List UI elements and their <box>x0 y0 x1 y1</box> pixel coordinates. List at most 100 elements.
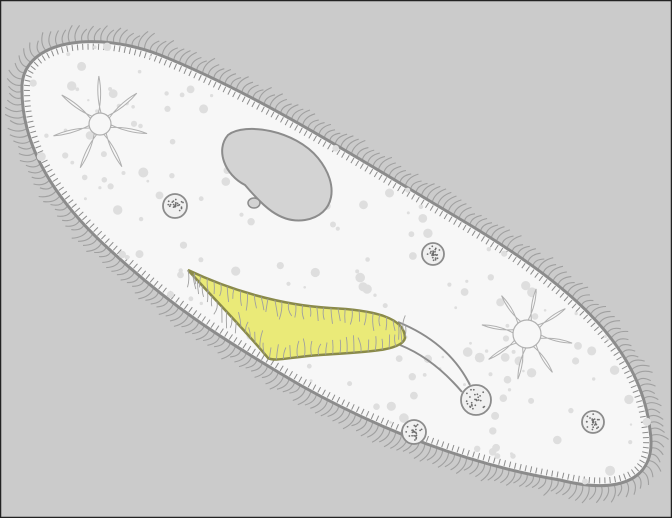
pellicle-tick <box>446 443 450 450</box>
food-particle <box>591 428 594 431</box>
pellicle-tick <box>538 275 544 282</box>
oral-cilium <box>210 295 213 307</box>
granule <box>460 288 469 296</box>
radial-canal <box>527 288 537 322</box>
pellicle-tick <box>640 455 647 459</box>
cilium <box>633 370 653 376</box>
pellicle-tick <box>472 451 475 458</box>
pellicle-tick <box>588 477 591 484</box>
pellicle-tick <box>639 415 646 418</box>
food-particle <box>174 205 176 207</box>
pellicle-tick <box>68 199 74 204</box>
granule <box>399 413 409 423</box>
granule <box>130 120 138 127</box>
pellicle-tick <box>298 127 303 134</box>
oral-cilium <box>322 307 325 320</box>
granule <box>335 226 340 231</box>
food-particle <box>180 200 183 203</box>
pellicle-tick <box>461 448 465 455</box>
pellicle-tick <box>212 81 217 88</box>
pellicle-tick <box>242 342 247 349</box>
pellicle-tick <box>535 467 538 474</box>
pellicle-tick <box>351 404 355 410</box>
granule <box>507 388 512 392</box>
food-particle <box>430 250 432 253</box>
pellicle-tick <box>543 278 548 285</box>
pellicle-tick <box>571 303 577 309</box>
granule <box>406 211 410 215</box>
pellicle-tick <box>420 199 425 206</box>
radial-canal <box>97 75 102 114</box>
pellicle-tick <box>179 300 185 306</box>
pellicle-tick <box>85 219 91 225</box>
granule <box>484 349 489 353</box>
pellicle-tick <box>456 446 460 453</box>
oral-cilium <box>265 298 269 312</box>
pellicle-tick <box>559 292 565 298</box>
pellicle-tick <box>586 318 592 324</box>
pellicle-tick <box>529 466 533 473</box>
radial-canal <box>517 346 527 380</box>
pellicle-tick <box>439 210 444 217</box>
pellicle-tick <box>23 84 31 87</box>
pellicle-tick <box>431 437 435 444</box>
oral-cilium <box>399 325 403 343</box>
pellicle-tick <box>217 84 222 91</box>
granule <box>239 212 244 217</box>
granule <box>77 61 87 71</box>
food-particle <box>591 423 594 426</box>
pellicle-tick <box>387 179 392 186</box>
granule <box>67 81 77 91</box>
granule <box>62 152 69 159</box>
pellicle-tick <box>37 58 42 64</box>
granule <box>108 87 113 91</box>
pellicle-tick <box>270 359 275 366</box>
granule <box>303 286 307 289</box>
food-particle <box>470 401 473 404</box>
granule <box>365 257 370 262</box>
cilium <box>201 57 216 74</box>
pellicle-tick <box>64 195 71 200</box>
granule <box>474 445 481 452</box>
pellicle-tick <box>503 460 506 467</box>
oral-cilium <box>309 305 312 317</box>
pellicle-tick <box>534 272 539 278</box>
pellicle-tick <box>303 379 307 385</box>
food-particle <box>175 202 177 204</box>
granule <box>138 167 149 178</box>
food-particle <box>167 200 170 203</box>
pellicle-tick <box>370 413 375 420</box>
cilium <box>158 303 175 315</box>
oral-cilium <box>385 317 388 331</box>
pellicle-tick <box>138 50 142 57</box>
pellicle-tick <box>163 59 167 66</box>
food-particle <box>438 249 441 251</box>
food-particle <box>586 420 588 423</box>
food-particle <box>474 404 477 407</box>
granule <box>572 357 580 365</box>
cilium <box>610 330 629 339</box>
pellicle-tick <box>317 138 322 145</box>
granule <box>501 250 508 257</box>
granule <box>276 262 284 270</box>
pellicle-tick <box>415 196 420 203</box>
food-particle <box>411 434 413 437</box>
pellicle-tick <box>429 205 434 211</box>
pellicle-tick <box>467 449 470 456</box>
pellicle-tick <box>123 46 126 53</box>
food-vacuole <box>401 419 427 445</box>
granule <box>138 216 144 222</box>
pellicle-tick <box>567 473 570 480</box>
oral-cilium <box>199 275 202 288</box>
granule <box>113 205 123 215</box>
oral-cilium <box>402 315 406 330</box>
granule <box>528 397 535 404</box>
pellicle-tick <box>313 135 317 142</box>
granule <box>36 152 46 162</box>
cytopharynx-upper-wall <box>397 321 471 386</box>
granule <box>499 394 508 403</box>
pellicle-tick <box>256 103 260 110</box>
granule <box>581 478 588 485</box>
granule <box>83 197 87 201</box>
